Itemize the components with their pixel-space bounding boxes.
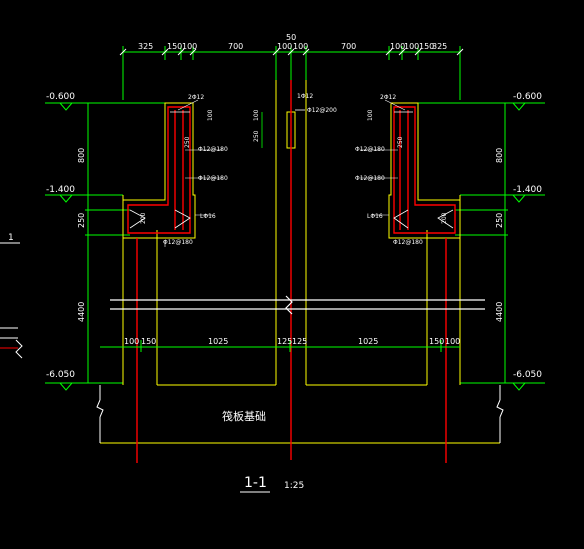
side-dim-250-left: 250 — [77, 213, 86, 228]
dim-bottom-150-left: 150 — [141, 337, 156, 346]
detail-dim-250-right: 250 — [397, 136, 404, 148]
note-left-bent-bar: LΦ16 — [200, 213, 216, 220]
dim-top-100-c2: 100 — [293, 42, 308, 51]
dim-top-325-left: 325 — [138, 42, 153, 51]
dim-top-100-r1: 100 — [390, 42, 405, 51]
dim-top-700-left: 700 — [228, 42, 243, 51]
left-corbel — [122, 102, 196, 239]
dim-bottom-150-right: 150 — [429, 337, 444, 346]
note-left-bottom: Φ12@180 — [163, 239, 193, 246]
side-dim-800-right: 800 — [495, 148, 504, 163]
dim-bottom-100-left: 100 — [124, 337, 139, 346]
side-dim-800-left: 800 — [77, 148, 86, 163]
elevation-left-3: -6.050 — [46, 370, 75, 380]
dim-top-100-left: 100 — [182, 42, 197, 51]
side-dim-4400-right: 4400 — [495, 302, 504, 322]
dim-bottom-125-right: 125 — [292, 337, 307, 346]
dim-bottom-125-left: 125 — [277, 337, 292, 346]
dim-top-700-right: 700 — [341, 42, 356, 51]
detail-dim-200-left: 200 — [140, 212, 147, 224]
note-left-stirrup-b: Φ12@180 — [198, 175, 228, 182]
elevation-right-2: -1.400 — [513, 185, 542, 195]
section-title: 1-1 — [244, 475, 267, 491]
elevation-right-3: -6.050 — [513, 370, 542, 380]
detail-dim-200-right: 200 — [441, 212, 448, 224]
note-right-stirrup-a: Φ12@180 — [355, 146, 385, 153]
detail-dim-250-left: 250 — [184, 136, 191, 148]
note-right-bent-bar: LΦ16 — [367, 213, 383, 220]
note-right-stirrup-b: Φ12@180 — [355, 175, 385, 182]
note-right-top-bar: 2Φ12 — [380, 94, 396, 101]
foundation-outline — [100, 80, 500, 444]
dim-center-50: 50 — [286, 33, 296, 42]
right-corbel-ties — [393, 111, 454, 229]
side-dim-4400-left: 4400 — [77, 302, 86, 322]
detail-dim-100-left: 100 — [207, 109, 214, 121]
right-corbel — [388, 102, 461, 239]
dim-bottom-1025-left: 1025 — [208, 337, 228, 346]
foundation-label: 筏板基础 — [222, 409, 266, 423]
dim-top-325-right: 325 — [432, 42, 447, 51]
left-elevation-lines — [45, 102, 165, 391]
center-partition — [286, 80, 305, 460]
left-fragment-label: 1 — [8, 233, 14, 243]
base-break-marks — [96, 385, 504, 443]
note-right-bottom: Φ12@180 — [393, 239, 423, 246]
note-left-top-bar: 2Φ12 — [188, 94, 204, 101]
note-center-side: Φ12@200 — [307, 107, 337, 114]
dim-top-150-right: 150 — [419, 42, 434, 51]
side-dim-250-right: 250 — [495, 213, 504, 228]
detail-dim-100-center: 100 — [253, 109, 260, 121]
bottom-dimension-lines — [100, 340, 460, 352]
left-annotation-leaders — [164, 99, 222, 247]
dim-bottom-100-right: 100 — [445, 337, 460, 346]
elevation-left-1: -0.600 — [46, 92, 75, 102]
break-slab-lines — [110, 295, 485, 315]
detail-dim-100-right: 100 — [367, 109, 374, 121]
right-elevation-lines — [418, 102, 545, 391]
left-edge-fragment — [0, 242, 23, 359]
long-rebar-lines — [136, 238, 447, 463]
detail-dim-250-center: 250 — [253, 130, 260, 142]
section-scale: 1:25 — [284, 481, 304, 491]
elevation-right-1: -0.600 — [513, 92, 542, 102]
left-corbel-ties — [129, 111, 191, 229]
dim-top-100-r2: 100 — [404, 42, 419, 51]
note-left-stirrup-a: Φ12@180 — [198, 146, 228, 153]
top-dimension-ticks — [119, 48, 464, 56]
dim-bottom-1025-right: 1025 — [358, 337, 378, 346]
dim-top-150-left: 150 — [167, 42, 182, 51]
right-annotation-leaders — [360, 99, 406, 216]
note-center-top: 1Φ12 — [297, 93, 313, 100]
dim-top-100-c1: 100 — [277, 42, 292, 51]
elevation-left-2: -1.400 — [46, 185, 75, 195]
